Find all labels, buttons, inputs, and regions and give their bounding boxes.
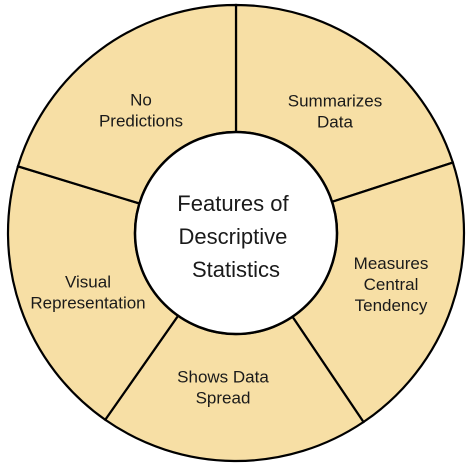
segment-label-line: Central [364, 275, 419, 294]
segment-label-line: Representation [30, 294, 145, 313]
segment-label-line: Measures [354, 254, 429, 273]
center-circle [133, 130, 339, 336]
center-title-line-2: Descriptive [179, 224, 288, 249]
center-title-line-3: Statistics [192, 257, 280, 282]
segment-label-line: Data [317, 113, 353, 132]
center-title-line-1: Features of [177, 191, 289, 216]
segment-label-line: Tendency [355, 296, 428, 315]
segment-label-line: No [130, 91, 152, 110]
segment-label-line: Summarizes [288, 92, 382, 111]
segment-label-line: Shows Data [177, 368, 269, 387]
segment-label-line: Visual [65, 273, 111, 292]
center-title: Features of Descriptive Statistics [177, 191, 294, 282]
segment-label-line: Predictions [99, 112, 183, 131]
segment-label-line: Spread [196, 389, 251, 408]
